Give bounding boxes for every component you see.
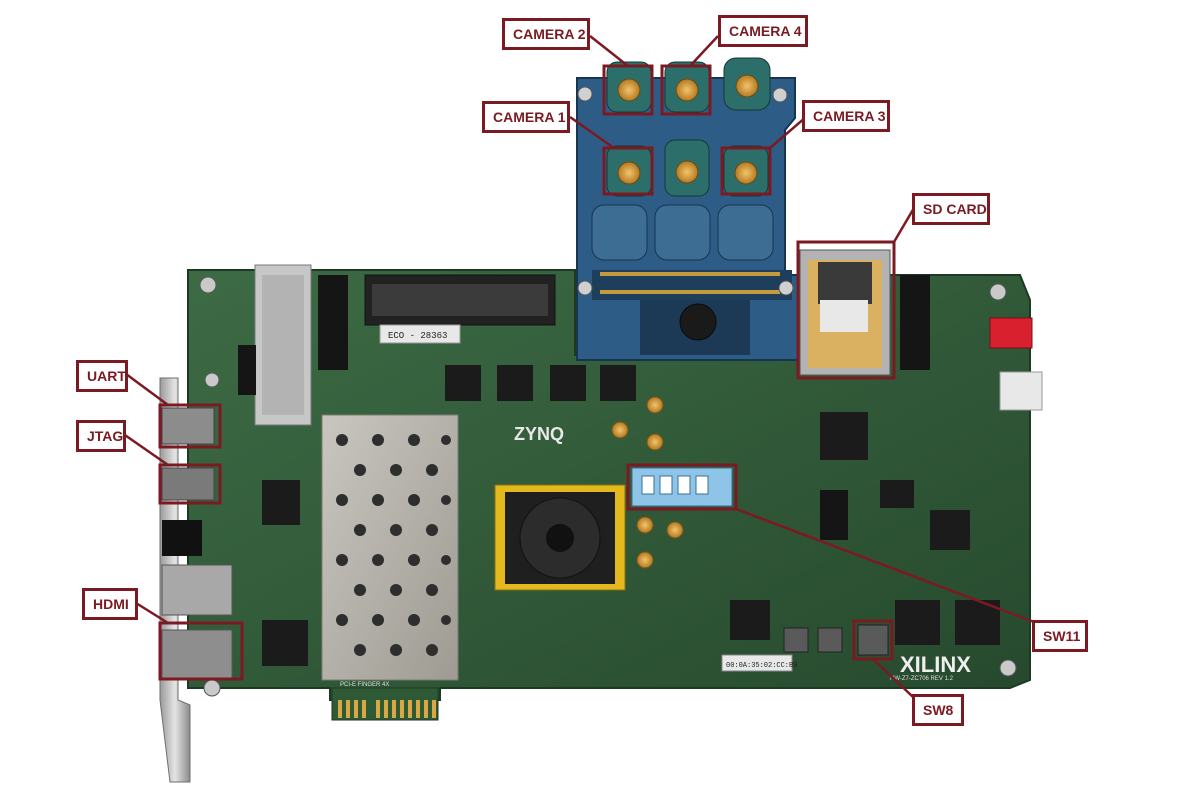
pin-headers <box>238 275 930 540</box>
left-ports <box>161 407 233 681</box>
callout-jtag: JTAG <box>76 420 126 452</box>
power-switch <box>989 317 1033 349</box>
dip-switch-sw11 <box>631 467 733 507</box>
highlight-sd-card <box>796 240 896 380</box>
callout-hdmi: HDMI <box>82 588 138 620</box>
xilinx-logo: XILINX <box>900 652 971 677</box>
mac-label: 00:0A:35:02:CC:B9 <box>726 662 797 670</box>
leader-sw8 <box>872 658 914 698</box>
leader-sw11 <box>735 507 1035 624</box>
highlight-camera-3 <box>720 146 772 196</box>
leader-camera-4 <box>689 35 719 67</box>
sma-connectors <box>611 396 684 569</box>
callout-camera-2: CAMERA 2 <box>502 18 590 50</box>
callout-camera-3: CAMERA 3 <box>802 100 890 132</box>
cooling-fan <box>494 484 626 591</box>
leader-camera-1 <box>569 115 615 150</box>
highlight-sw11 <box>626 463 738 511</box>
eco-label: ECO - 28363 <box>388 331 447 341</box>
sfp-cage <box>254 264 312 426</box>
mac-label-bg <box>721 654 793 672</box>
callout-camera-4: CAMERA 4 <box>718 15 808 47</box>
pcie-label: PCI-E FINGER 4X <box>340 682 389 688</box>
camera-connectors <box>591 57 774 261</box>
leader-hdmi <box>135 601 169 625</box>
power-connector <box>999 371 1043 411</box>
highlight-hdmi <box>158 621 244 681</box>
leader-sd-card <box>892 207 916 243</box>
transceiver-heatsink <box>321 414 459 681</box>
callout-uart: UART <box>76 360 128 392</box>
callout-sd-card: SD CARD <box>912 193 990 225</box>
leader-uart <box>125 372 169 407</box>
callout-camera-1: CAMERA 1 <box>482 101 570 133</box>
leader-jtag <box>121 431 169 467</box>
highlight-camera-4 <box>660 64 712 116</box>
push-buttons <box>783 624 889 656</box>
fmc-connector <box>364 274 556 344</box>
leader-camera-2 <box>589 35 629 67</box>
sd-card <box>799 249 891 376</box>
highlight-jtag <box>158 463 222 505</box>
leader-camera-3 <box>769 116 807 149</box>
callout-sw8: SW8 <box>912 694 964 726</box>
leader-lines <box>121 35 1035 698</box>
highlight-uart <box>158 403 222 449</box>
zynq-logo: ZYNQ <box>514 424 564 444</box>
highlight-camera-1 <box>602 146 654 196</box>
rev-label: HW-Z7-ZC706 REV 1.2 <box>890 676 954 682</box>
callout-sw11: SW11 <box>1032 620 1088 652</box>
board-chips <box>262 365 1000 666</box>
